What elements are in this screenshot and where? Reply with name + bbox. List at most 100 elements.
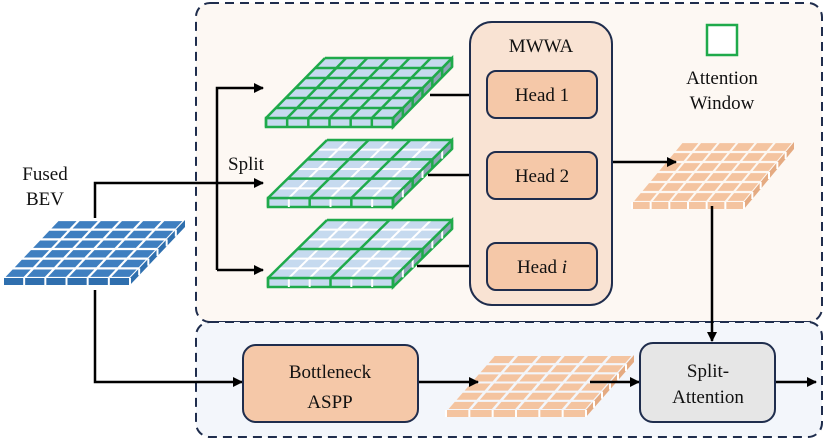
grid-cell	[45, 250, 71, 258]
grid-cell	[731, 143, 755, 151]
head-2: Head 2	[486, 151, 598, 200]
split-attention-label-1: Split-	[687, 361, 729, 382]
grid-cell	[642, 183, 666, 191]
head-i: Head i	[486, 242, 598, 291]
split-label: Split	[228, 154, 265, 175]
grid-cell	[495, 374, 523, 382]
mwwa-title: MWWA	[509, 36, 574, 57]
grid-cell	[661, 183, 684, 191]
split-attention-box	[639, 342, 776, 423]
grid-cell	[72, 221, 98, 229]
grid-cell	[129, 250, 155, 258]
grid-cell	[581, 383, 608, 391]
grid-cell	[549, 392, 577, 400]
grid-cell	[671, 193, 695, 201]
grid-cell	[694, 143, 718, 151]
fused-bev-label-2: BEV	[26, 189, 64, 210]
grid-cell	[752, 163, 776, 171]
svg-text:Head 1: Head 1	[515, 85, 569, 106]
split-attention-label-2: Attention	[672, 387, 744, 408]
grid-cell	[677, 163, 701, 171]
head-i-label: Head	[517, 257, 562, 278]
grid-cell	[558, 356, 585, 364]
grid-cell	[114, 221, 141, 229]
window-grid-2x2	[266, 217, 454, 290]
grid-cell	[108, 250, 134, 258]
grid-cell	[157, 221, 183, 229]
grid-cell	[126, 230, 153, 239]
grid-cell	[750, 143, 774, 151]
grid-cell	[480, 365, 507, 373]
grid-cell	[117, 240, 143, 248]
grid-cell	[589, 374, 616, 382]
mwwa-output-grid	[631, 142, 794, 209]
grid-cell	[534, 383, 561, 391]
grid-cell	[66, 250, 92, 258]
grid-cell	[78, 259, 104, 268]
grid-cell	[573, 392, 600, 400]
grid-cell	[742, 153, 765, 161]
grid-cell	[634, 193, 657, 201]
grid-cell	[708, 193, 732, 201]
grid-cell	[535, 356, 562, 364]
arrow-to-aspp	[93, 290, 243, 387]
grid-cell	[26, 269, 52, 277]
grid-cell	[93, 221, 119, 229]
grid-cell	[565, 401, 592, 409]
grid-cell	[519, 374, 546, 382]
grid-cell	[148, 230, 174, 239]
head-1-label: Head 1	[515, 85, 569, 106]
svg-text:Head 2: Head 2	[515, 166, 569, 187]
grid-cell	[511, 383, 538, 391]
grid-cell	[706, 173, 730, 181]
window-grid-3x3	[266, 137, 454, 210]
bottleneck-aspp-box	[242, 344, 419, 423]
grid-cell	[526, 392, 553, 400]
grid-cell	[57, 259, 83, 268]
grid-cell	[105, 230, 131, 239]
grid-cell	[573, 365, 601, 373]
grid-cell	[42, 230, 68, 239]
grid-cell	[99, 259, 125, 268]
grid-cell	[679, 183, 703, 191]
aspp-label-2: ASPP	[307, 392, 352, 413]
fused-bev-label-1: Fused	[22, 164, 68, 185]
fused-bev-grid	[2, 220, 185, 285]
grid-cell	[51, 221, 77, 229]
svg-text:Head i: Head i	[517, 257, 567, 278]
grid-cell	[717, 183, 740, 191]
grid-cell	[47, 269, 74, 277]
grid-cell	[5, 269, 31, 277]
grid-cell	[488, 356, 515, 364]
grid-cell	[565, 374, 593, 382]
grid-cell	[87, 250, 113, 258]
grid-cell	[472, 374, 499, 382]
grid-cell	[479, 392, 507, 400]
grid-cell	[456, 392, 483, 400]
arrow-to-split-mid	[93, 178, 264, 218]
window-grid-6x6	[264, 54, 454, 131]
legend-label-1: Attention	[686, 68, 758, 89]
grid-cell	[733, 163, 757, 171]
grid-cell	[698, 183, 722, 191]
grid-cell	[725, 173, 749, 181]
grid-cell	[715, 163, 738, 171]
grid-cell	[769, 143, 792, 151]
grid-cell	[669, 173, 693, 181]
grid-cell	[597, 365, 624, 373]
grid-cell	[120, 259, 146, 268]
head-2-label: Head 2	[515, 166, 569, 187]
grid-cell	[541, 401, 569, 409]
grid-cell	[138, 240, 165, 248]
grid-cell	[581, 356, 609, 364]
head-1: Head 1	[486, 70, 598, 119]
grid-cell	[448, 401, 475, 409]
grid-cell	[471, 401, 499, 409]
grid-cell	[713, 143, 736, 151]
arrow-to-split-top	[215, 83, 264, 270]
grid-cell	[69, 269, 95, 277]
grid-cell	[704, 153, 728, 161]
grid-cell	[136, 221, 162, 229]
grid-cell	[690, 193, 713, 201]
grid-cell	[686, 153, 709, 161]
